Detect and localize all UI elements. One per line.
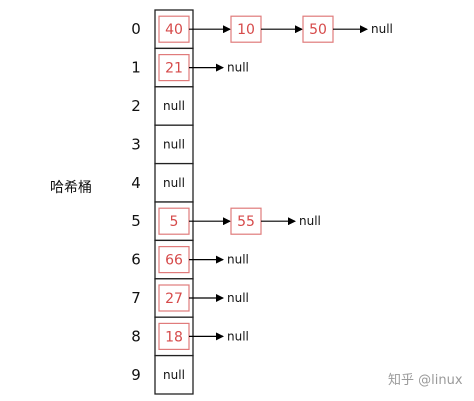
chain-node — [158, 53, 190, 82]
bucket-index-label: 1 — [131, 59, 141, 77]
chain-node-value: 66 — [165, 253, 183, 269]
chain-node-value: 10 — [237, 22, 255, 38]
bucket-index-label: 8 — [131, 327, 141, 345]
bucket-index-label: 7 — [131, 289, 141, 307]
chain-node — [158, 284, 190, 312]
chain-null-label: null — [299, 214, 321, 228]
bucket-index-label: 9 — [131, 366, 141, 384]
chain-node — [158, 15, 190, 43]
bucket-cell — [154, 86, 194, 126]
bucket-index-label: 6 — [131, 251, 141, 269]
chain-node-value: 40 — [165, 22, 183, 38]
bucket-null-label: null — [163, 137, 185, 151]
chain-node — [158, 246, 190, 274]
bucket-cell — [154, 162, 194, 203]
chain-node — [302, 15, 334, 43]
watermark: 知乎 @linux — [388, 372, 463, 388]
bucket-index-label: 2 — [131, 97, 141, 115]
chain-null-label: null — [227, 61, 249, 75]
bucket-null-label: null — [163, 176, 185, 190]
chain-node-value: 21 — [165, 61, 183, 77]
chain-node-value: 18 — [165, 329, 183, 345]
chain-node — [158, 322, 190, 350]
bucket-index-label: 5 — [131, 212, 141, 230]
bucket-index-label: 4 — [131, 174, 141, 192]
chain-node — [230, 15, 262, 43]
chain-node-value: 27 — [165, 291, 183, 307]
chain-null-label: null — [227, 291, 249, 305]
chain-null-label: null — [227, 329, 249, 343]
chain-null-label: null — [227, 253, 249, 267]
chain-node — [158, 207, 190, 235]
chain-null-label: null — [371, 22, 393, 36]
chain-node-value: 55 — [237, 214, 255, 230]
bucket-cell — [154, 354, 194, 395]
bucket-cell — [154, 124, 194, 165]
bucket-index-label: 0 — [131, 20, 141, 38]
bucket-null-label: null — [163, 99, 185, 113]
chain-node-value: 5 — [170, 214, 179, 230]
bucket-null-label: null — [163, 368, 185, 382]
chain-node-value: 50 — [309, 22, 327, 38]
bucket-index-label: 3 — [131, 135, 141, 153]
diagram-caption: 哈希桶 — [50, 180, 92, 196]
